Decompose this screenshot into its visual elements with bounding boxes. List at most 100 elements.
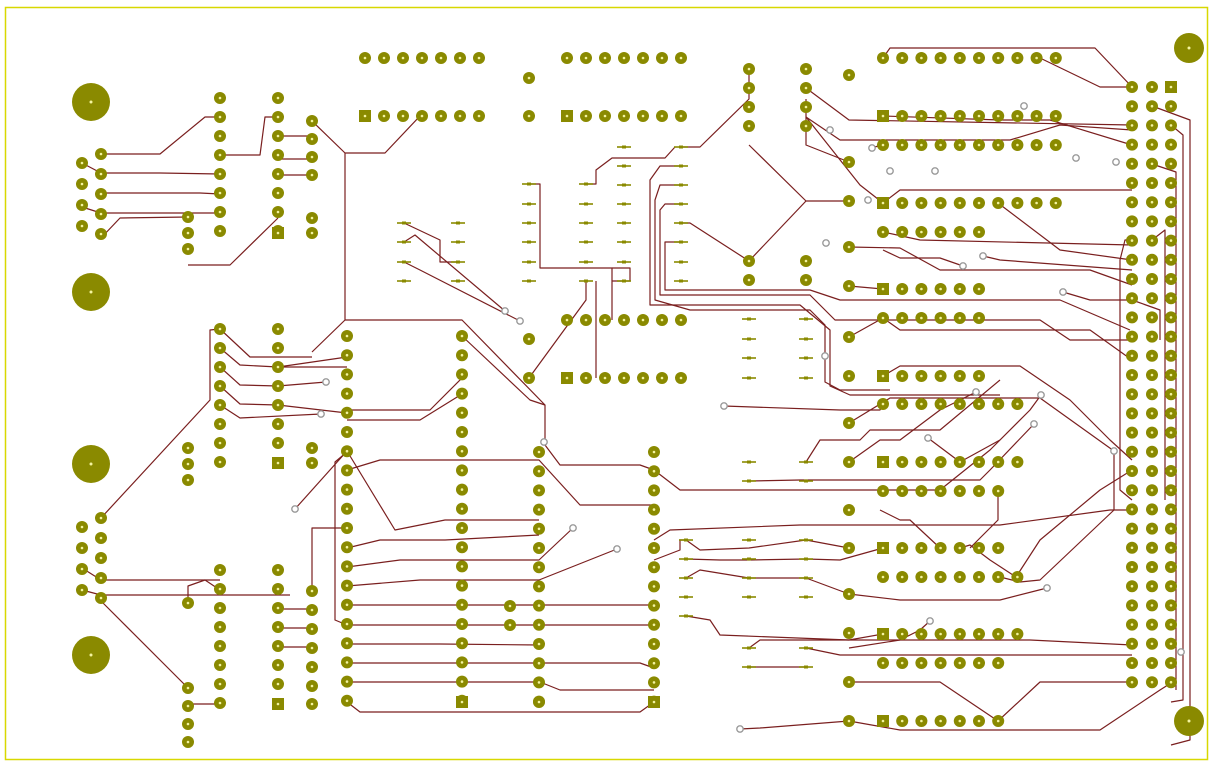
- drill-hole: [1150, 565, 1154, 569]
- drill-hole: [80, 546, 84, 550]
- smd-body: [684, 538, 688, 542]
- drill-hole: [1054, 143, 1058, 147]
- via: [926, 617, 934, 625]
- drill-hole: [218, 422, 222, 426]
- smd-body: [402, 221, 406, 225]
- drill-hole: [310, 684, 314, 688]
- drill-hole: [1150, 584, 1154, 588]
- drill-hole: [345, 507, 349, 511]
- drill-hole: [218, 682, 222, 686]
- drill-hole: [345, 449, 349, 453]
- drill-hole: [958, 546, 962, 550]
- drill-hole: [958, 230, 962, 234]
- drill-hole: [1016, 201, 1019, 205]
- drill-hole: [310, 216, 314, 220]
- trace: [997, 681, 1132, 722]
- drill-hole: [310, 446, 314, 450]
- drill-hole: [186, 601, 190, 605]
- smd-body: [679, 183, 683, 187]
- drill-hole: [527, 376, 531, 380]
- drill-hole: [1150, 623, 1154, 626]
- drill-hole: [218, 134, 222, 138]
- drill-hole: [99, 596, 103, 600]
- trace: [997, 202, 1133, 261]
- drill-hole: [920, 201, 923, 205]
- smd-body: [622, 260, 626, 264]
- drill-hole: [401, 56, 405, 60]
- drill-hole: [1130, 546, 1134, 550]
- drill-hole: [847, 508, 851, 512]
- drill-hole: [1150, 316, 1154, 319]
- drill-hole: [996, 546, 1000, 550]
- trace: [1015, 469, 1133, 578]
- drill-hole: [804, 105, 808, 109]
- smd-body: [527, 221, 531, 225]
- trace: [403, 234, 506, 312]
- trace: [882, 47, 1133, 88]
- drill-hole: [99, 152, 103, 156]
- drill-hole: [881, 489, 885, 493]
- drill-hole: [881, 402, 885, 406]
- drill-hole: [847, 719, 851, 723]
- drill-hole: [939, 632, 942, 636]
- drill-hole: [345, 699, 349, 703]
- drill-hole: [310, 589, 314, 593]
- drill-hole: [958, 661, 962, 665]
- trace: [529, 183, 613, 281]
- trace: [347, 662, 655, 669]
- smd-body: [804, 646, 808, 650]
- drill-hole: [847, 460, 851, 464]
- drill-hole: [584, 318, 588, 322]
- drill-hole: [345, 334, 349, 338]
- via: [822, 239, 830, 247]
- drill-hole: [186, 722, 190, 726]
- drill-hole: [1150, 335, 1154, 338]
- trace: [685, 615, 884, 641]
- drill-hole: [660, 376, 664, 380]
- drill-hole: [1150, 604, 1154, 607]
- drill-hole: [1016, 56, 1019, 60]
- smd-body: [804, 337, 808, 341]
- drill-hole: [1130, 354, 1134, 358]
- drill-hole: [584, 114, 588, 118]
- mounting-hole-center: [89, 462, 93, 466]
- drill-hole: [1130, 527, 1134, 530]
- via: [1043, 584, 1051, 592]
- drill-hole: [1150, 354, 1154, 358]
- drill-hole: [847, 245, 851, 249]
- drill-hole: [537, 585, 541, 588]
- drill-hole: [460, 353, 464, 357]
- vias: [291, 102, 1185, 733]
- drill-hole: [1150, 296, 1154, 300]
- drill-hole: [460, 449, 464, 453]
- drill-hole: [958, 316, 962, 320]
- drill-hole: [977, 661, 981, 665]
- drill-hole: [460, 507, 464, 511]
- drill-hole: [565, 114, 569, 118]
- drill-hole: [460, 661, 464, 664]
- drill-hole: [1169, 392, 1173, 396]
- trace: [653, 394, 1042, 491]
- drill-hole: [1150, 162, 1154, 166]
- drill-hole: [920, 546, 923, 550]
- via: [979, 252, 987, 260]
- smd-body: [622, 202, 626, 206]
- drill-hole: [460, 373, 464, 376]
- drill-hole: [939, 143, 942, 147]
- trace: [659, 203, 1130, 341]
- drill-hole: [99, 556, 103, 560]
- drill-hole: [900, 143, 904, 147]
- smd-body: [622, 164, 626, 168]
- drill-hole: [477, 114, 481, 118]
- drill-hole: [537, 546, 541, 550]
- drill-hole: [996, 632, 1000, 636]
- drill-hole: [1130, 661, 1134, 665]
- drill-hole: [996, 114, 1000, 118]
- drill-hole: [477, 56, 481, 60]
- trace: [879, 509, 941, 549]
- via: [826, 126, 834, 134]
- drill-hole: [1169, 162, 1173, 166]
- drill-hole: [310, 173, 314, 177]
- drill-hole: [460, 565, 464, 568]
- smd-body: [402, 240, 406, 244]
